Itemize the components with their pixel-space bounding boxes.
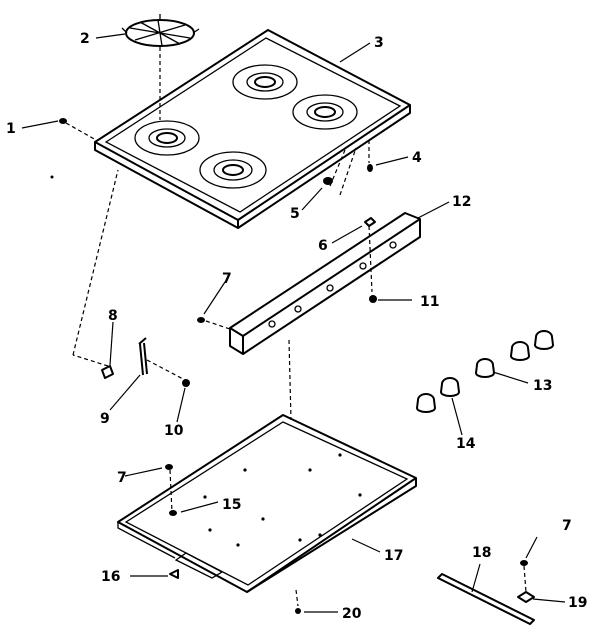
callout-5: 5 xyxy=(290,206,300,222)
part-4-clip xyxy=(367,140,373,172)
callout-15: 15 xyxy=(222,497,241,513)
bottom-pan-17 xyxy=(117,414,417,593)
callout-13: 13 xyxy=(533,378,552,394)
callout-17: 17 xyxy=(384,548,403,564)
callout-6: 6 xyxy=(318,238,328,254)
part-11-screw xyxy=(369,295,377,303)
screw-1 xyxy=(59,118,97,141)
callout-7-middle: 7 xyxy=(117,470,127,486)
screw-7-lower xyxy=(520,560,528,593)
part-6-clip xyxy=(364,217,376,293)
guide-line-2 xyxy=(288,339,292,421)
part-15-clip xyxy=(169,510,177,516)
part-5-grommet xyxy=(323,149,346,187)
part-8-bracket xyxy=(72,169,119,379)
callout-9: 9 xyxy=(100,411,110,427)
guide-line xyxy=(339,147,357,196)
callout-18: 18 xyxy=(472,545,491,561)
manifold-panel-12 xyxy=(229,212,421,355)
callout-2: 2 xyxy=(80,31,90,47)
callout-7-lower: 7 xyxy=(562,518,572,534)
part-19-clip xyxy=(517,591,535,603)
part-18-strip xyxy=(437,573,535,625)
callout-11: 11 xyxy=(420,294,439,310)
callout-16: 16 xyxy=(101,569,120,585)
main-top xyxy=(94,29,411,229)
screw-20 xyxy=(295,589,301,614)
burner-spreader xyxy=(121,14,200,120)
part-9-spring xyxy=(138,337,186,381)
speck xyxy=(50,175,54,179)
callout-1: 1 xyxy=(6,121,16,137)
callout-12: 12 xyxy=(452,194,471,210)
callout-10: 10 xyxy=(164,423,184,439)
callout-20: 20 xyxy=(342,606,362,622)
screw-7-middle xyxy=(165,464,173,513)
callout-19: 19 xyxy=(568,595,587,611)
leader-lines xyxy=(21,33,566,613)
callout-3: 3 xyxy=(374,35,384,51)
callouts: 1 2 3 4 5 6 7 8 9 10 11 12 13 14 15 16 1… xyxy=(6,31,587,622)
callout-7-top: 7 xyxy=(222,271,232,287)
screw-7-upper xyxy=(197,317,231,330)
callout-4: 4 xyxy=(412,150,422,166)
control-knobs xyxy=(416,330,554,413)
callout-14: 14 xyxy=(456,436,476,452)
callout-8: 8 xyxy=(108,308,118,324)
part-10-nut xyxy=(182,379,190,387)
part-16-clip xyxy=(169,569,179,579)
